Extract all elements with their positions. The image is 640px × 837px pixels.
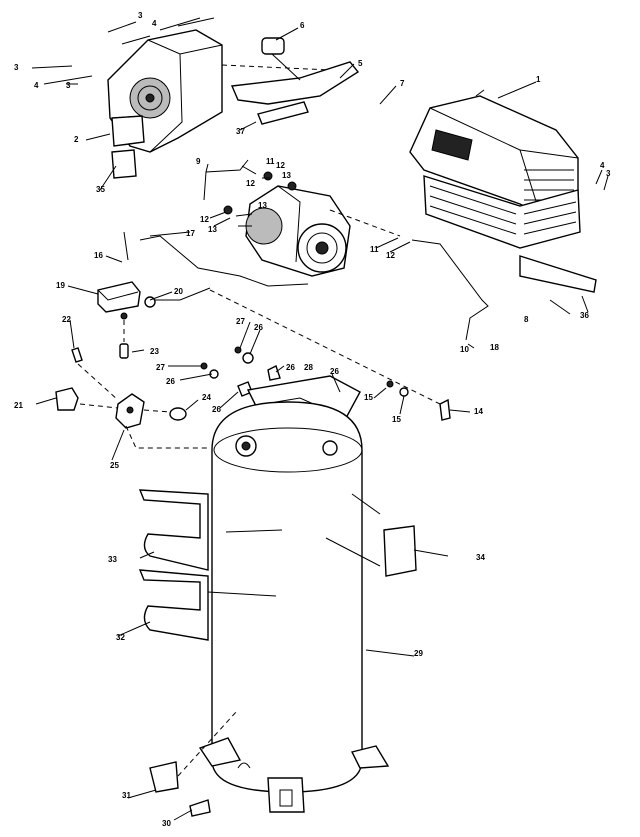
- callout-23: 23: [150, 347, 159, 356]
- callout-17: 17: [186, 229, 195, 238]
- callout-26c: 26: [212, 405, 221, 414]
- callout-3b: 3: [138, 11, 143, 20]
- callout-19: 19: [56, 281, 65, 290]
- handle-bracket: [230, 37, 360, 125]
- callout-26d: 26: [286, 363, 295, 372]
- callout-18: 18: [490, 343, 499, 352]
- callout-33: 33: [108, 555, 117, 564]
- callout-14: 14: [474, 407, 483, 416]
- callout-13b: 13: [208, 225, 217, 234]
- callout-11a: 11: [370, 245, 379, 254]
- callout-29: 29: [414, 649, 423, 658]
- callout-12c: 12: [386, 251, 395, 260]
- callout-4a: 4: [34, 81, 39, 90]
- manifold: [55, 289, 451, 449]
- callout-4b: 4: [152, 19, 157, 28]
- callout-12a: 12: [276, 161, 285, 170]
- callout-26a: 26: [254, 323, 263, 332]
- callout-25: 25: [110, 461, 119, 470]
- callout-22: 22: [62, 315, 71, 324]
- callout-24: 24: [202, 393, 211, 402]
- callout-28: 28: [304, 363, 313, 372]
- shroud-cover: [409, 89, 597, 293]
- callout-3a: 3: [14, 63, 19, 72]
- air-tank: [198, 375, 390, 813]
- callout-20: 20: [174, 287, 183, 296]
- callout-37: 37: [236, 127, 245, 136]
- callout-27a: 27: [236, 317, 245, 326]
- callout-11b: 11: [266, 157, 275, 166]
- callout-3c: 3: [606, 169, 611, 178]
- callout-31: 31: [122, 791, 131, 800]
- callout-9: 9: [196, 157, 201, 166]
- leader-lines: [31, 21, 609, 821]
- callout-32: 32: [116, 633, 125, 642]
- callout-36: 36: [580, 311, 589, 320]
- callout-30: 30: [162, 819, 171, 828]
- callout-12b: 12: [200, 215, 209, 224]
- callout-4c: 4: [600, 161, 605, 170]
- callout-12d: 12: [246, 179, 255, 188]
- callout-27b: 27: [156, 363, 165, 372]
- callout-1: 1: [536, 75, 541, 84]
- callout-21: 21: [14, 401, 23, 410]
- callout-5: 5: [358, 59, 363, 68]
- tubing: [123, 159, 489, 341]
- callout-7: 7: [400, 79, 405, 88]
- motor-pump: [223, 171, 351, 277]
- callout-13c: 13: [258, 201, 267, 210]
- callout-26e: 26: [330, 367, 339, 376]
- callout-13a: 13: [282, 171, 291, 180]
- callout-16: 16: [94, 251, 103, 260]
- callout-2: 2: [74, 135, 79, 144]
- callout-6: 6: [300, 21, 305, 30]
- callout-3d: 3: [66, 81, 71, 90]
- callout-15a: 15: [392, 415, 401, 424]
- callout-34: 34: [476, 553, 485, 562]
- callout-labels: 1 2 3 3 3 3 4 4 4 5 6 7 8 9 10 11 11 12 …: [14, 11, 611, 828]
- pressure-switch: [97, 281, 156, 320]
- callout-8: 8: [524, 315, 529, 324]
- callout-35: 35: [96, 185, 105, 194]
- callout-15b: 15: [364, 393, 373, 402]
- callout-26b: 26: [166, 377, 175, 386]
- tank-wrap-labels: [138, 489, 417, 817]
- callout-10: 10: [460, 345, 469, 354]
